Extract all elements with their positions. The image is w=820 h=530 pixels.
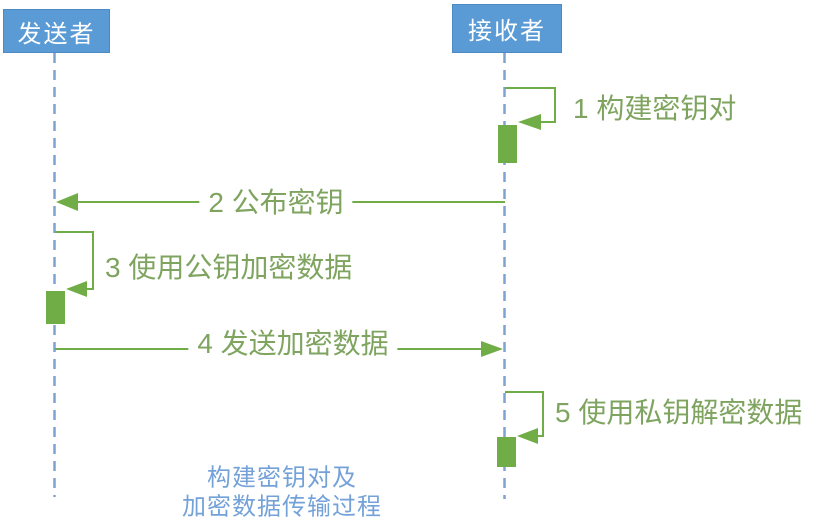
message-label-2: 2 公布密钥 xyxy=(199,181,353,221)
activation-bar-1 xyxy=(498,125,517,163)
activation-bar-3 xyxy=(46,291,65,324)
message-label-5: 5 使用私钥解密数据 xyxy=(555,397,803,428)
actor-receiver-label: 接收者 xyxy=(468,18,546,45)
actor-receiver: 接收者 xyxy=(452,4,562,53)
arrowhead-4-icon xyxy=(481,341,503,357)
message-label-1: 1 构建密钥对 xyxy=(573,93,737,124)
caption-line-2: 加密数据传输过程 xyxy=(182,493,382,521)
self-loop-1 xyxy=(505,87,556,123)
caption-line-1: 构建密钥对及 xyxy=(207,464,357,492)
arrowhead-5-icon xyxy=(517,428,538,444)
arrowhead-2-icon xyxy=(56,193,78,211)
activation-bar-5 xyxy=(497,437,516,467)
message-label-4: 4 发送加密数据 xyxy=(188,322,398,362)
self-loop-5 xyxy=(505,391,544,437)
arrowhead-3-icon xyxy=(66,281,87,297)
self-loop-3 xyxy=(55,231,94,290)
arrowhead-1-icon xyxy=(518,114,541,130)
actor-sender-label: 发送者 xyxy=(17,20,96,48)
message-label-3: 3 使用公钥加密数据 xyxy=(105,252,353,283)
actor-sender: 发送者 xyxy=(3,9,110,53)
